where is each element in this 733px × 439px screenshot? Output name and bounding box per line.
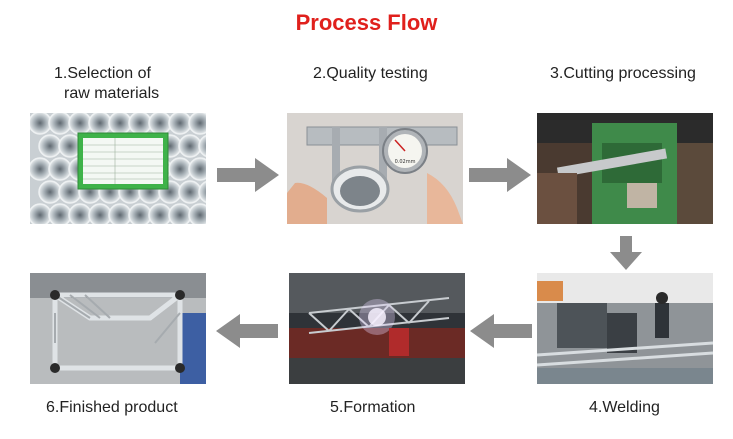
arrow-4-to-5 [470, 314, 532, 353]
step-2-photo: 0.02mm [287, 113, 463, 224]
raw-material-tubes-illustration [30, 113, 206, 224]
arrow-5-to-6 [216, 314, 278, 353]
step-5-label: 5.Formation [330, 399, 416, 416]
arrow-3-to-4 [610, 236, 642, 275]
step-1-label: 1.Selection of raw materials [54, 64, 204, 104]
finished-truss-illustration [30, 273, 206, 384]
step-1-photo [30, 113, 206, 224]
arrow-2-to-3 [469, 158, 531, 197]
step-3-label: 3.Cutting processing [550, 65, 696, 82]
truss-welding-illustration [289, 273, 465, 384]
step-4-photo [537, 273, 713, 384]
step-6-photo [30, 273, 206, 384]
step-1-label-line1: 1.Selection of [54, 65, 151, 82]
step-6-label: 6.Finished product [46, 399, 178, 416]
step-1-label-line2: raw materials [64, 85, 160, 102]
step-5-photo [289, 273, 465, 384]
step-3-photo [537, 113, 713, 224]
arrow-1-to-2 [217, 158, 279, 197]
page-title: Process Flow [295, 10, 438, 35]
cutting-machine-illustration [537, 113, 713, 224]
welding-workshop-illustration [537, 273, 713, 384]
caliper-measurement-illustration: 0.02mm [287, 113, 463, 224]
caliper-dial-text: 0.02mm [395, 159, 416, 165]
step-4-label: 4.Welding [589, 399, 660, 416]
step-2-label: 2.Quality testing [313, 65, 428, 82]
